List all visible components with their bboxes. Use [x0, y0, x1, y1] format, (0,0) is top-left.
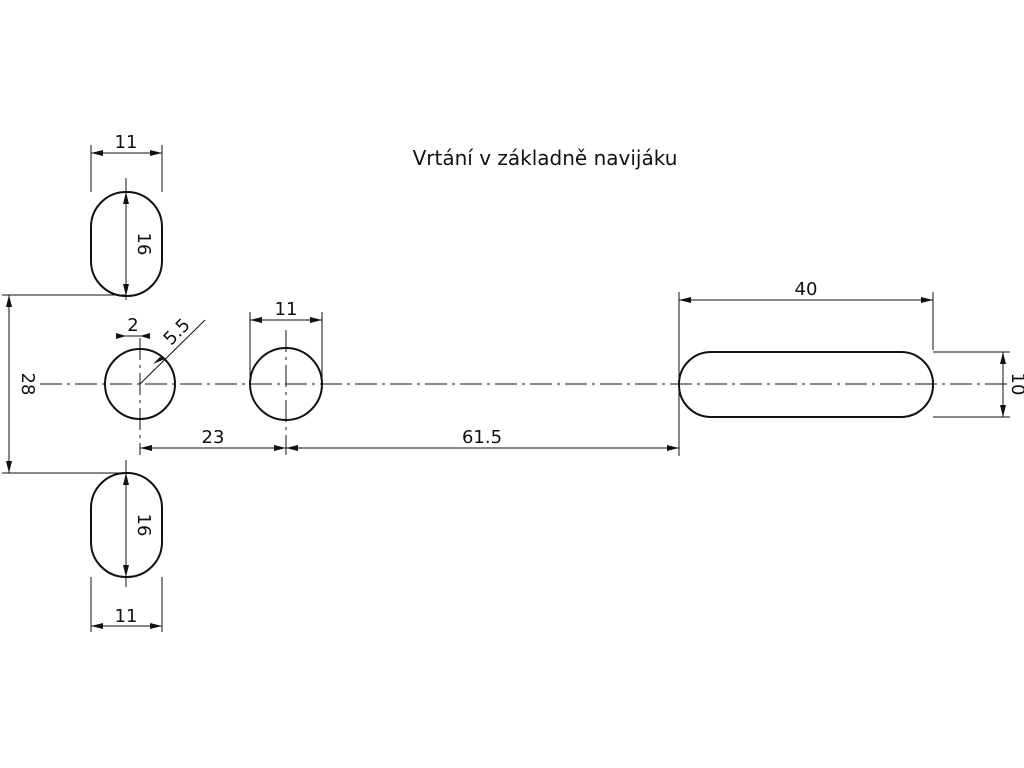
- arrowhead: [123, 284, 129, 296]
- dim-spacing-right: 61.5: [462, 427, 502, 448]
- arrowhead: [150, 150, 162, 156]
- drawing-title: Vrtání v základně navijáku: [412, 146, 678, 170]
- dim-spacing-left: 23: [202, 427, 225, 448]
- dim-top-slot-width: 11: [115, 132, 138, 153]
- arrowhead: [6, 461, 12, 473]
- dim-long-slot-width: 10: [1007, 373, 1024, 396]
- arrowhead: [123, 473, 129, 485]
- arrowhead: [1000, 352, 1006, 364]
- arrowhead: [153, 357, 165, 364]
- arrowhead: [140, 445, 152, 451]
- arrowhead: [91, 150, 103, 156]
- radius-leader: [139, 319, 206, 385]
- arrowhead: [274, 445, 286, 451]
- arrowhead: [123, 565, 129, 577]
- arrowhead: [250, 317, 262, 323]
- arrowhead: [140, 333, 150, 339]
- arrowhead: [310, 317, 322, 323]
- dim-bottom-slot-width: 11: [115, 606, 138, 627]
- arrowhead: [116, 333, 126, 339]
- arrowhead: [6, 295, 12, 307]
- arrowhead: [91, 623, 103, 629]
- dim-long-slot-length: 40: [795, 279, 818, 300]
- arrowhead: [1000, 405, 1006, 417]
- dim-hole-diameter: 11: [275, 299, 298, 320]
- dim-bottom-slot-height: 16: [133, 514, 154, 537]
- dim-radius: 5.5: [160, 315, 195, 350]
- dim-top-slot-height: 16: [133, 233, 154, 256]
- arrowhead: [921, 297, 933, 303]
- long-slot: [678, 351, 934, 418]
- arrowhead: [123, 192, 129, 204]
- dim-offset: 2: [127, 315, 138, 336]
- arrowhead: [667, 445, 679, 451]
- dim-vertical-spacing: 28: [17, 373, 38, 396]
- arrowhead: [679, 297, 691, 303]
- arrowhead: [286, 445, 298, 451]
- arrowhead: [150, 623, 162, 629]
